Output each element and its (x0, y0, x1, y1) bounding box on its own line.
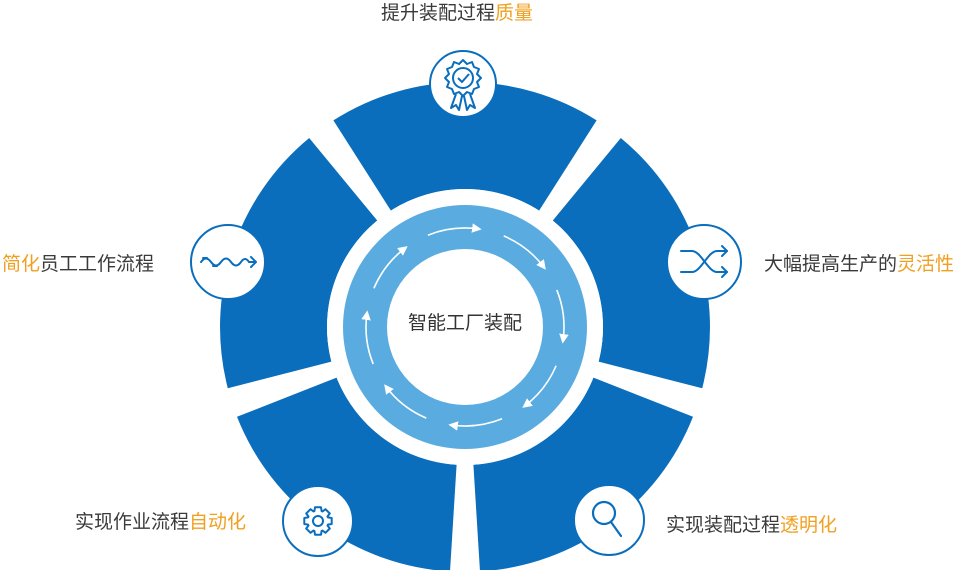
goal-text: 员工工作流程 (40, 253, 155, 275)
goal-highlight: 质量 (495, 2, 534, 24)
goal-text: 提升装配过程 (381, 2, 496, 24)
badge-automation (282, 485, 354, 557)
cycle-arrow (556, 289, 569, 344)
gear-icon (303, 506, 333, 536)
cycle-arrow (503, 235, 546, 270)
cycle-arrow (427, 223, 482, 236)
goal-transparency-label: 实现装配过程透明化 (666, 516, 837, 535)
goal-highlight: 透明化 (780, 514, 838, 536)
goal-simplify-label: 简化员工工作流程 (2, 255, 154, 274)
ring-segment (473, 377, 693, 570)
goal-text: 实现装配过程 (666, 514, 781, 536)
goal-flexibility-label: 大幅提高生产的灵活性 (764, 255, 954, 274)
cycle-arrows (361, 223, 569, 431)
goal-text: 实现作业流程 (75, 511, 190, 533)
award-badge-icon (444, 59, 482, 111)
wave-arrow-icon (200, 256, 257, 268)
cycle-arrow (448, 418, 503, 431)
goal-quality-label: 提升装配过程质量 (381, 4, 533, 23)
badge-transparency (573, 484, 645, 556)
magnifier-icon (591, 500, 623, 538)
cycle-arrow (384, 384, 427, 419)
shuffle-arrows-icon (680, 245, 728, 278)
inner-white-core (387, 249, 543, 405)
goal-text: 大幅提高生产的 (764, 253, 898, 275)
ring-segment (220, 138, 378, 389)
badge-simplify (190, 224, 266, 300)
center-title: 智能工厂装配 (407, 312, 522, 334)
ring-segment (333, 82, 597, 211)
cycle-arrow (373, 246, 408, 289)
badge-quality (429, 50, 497, 118)
goal-highlight: 简化 (2, 253, 41, 275)
badge-flexibility (666, 224, 742, 300)
goal-automation-label: 实现作业流程自动化 (75, 513, 246, 532)
goal-highlight: 灵活性 (897, 253, 955, 275)
ring-segment (237, 377, 457, 570)
ring-segment (552, 138, 710, 389)
outer-ring-segments (220, 82, 710, 570)
cycle-arrow (522, 365, 557, 408)
cycle-arrow (361, 310, 374, 365)
goal-highlight: 自动化 (189, 511, 247, 533)
